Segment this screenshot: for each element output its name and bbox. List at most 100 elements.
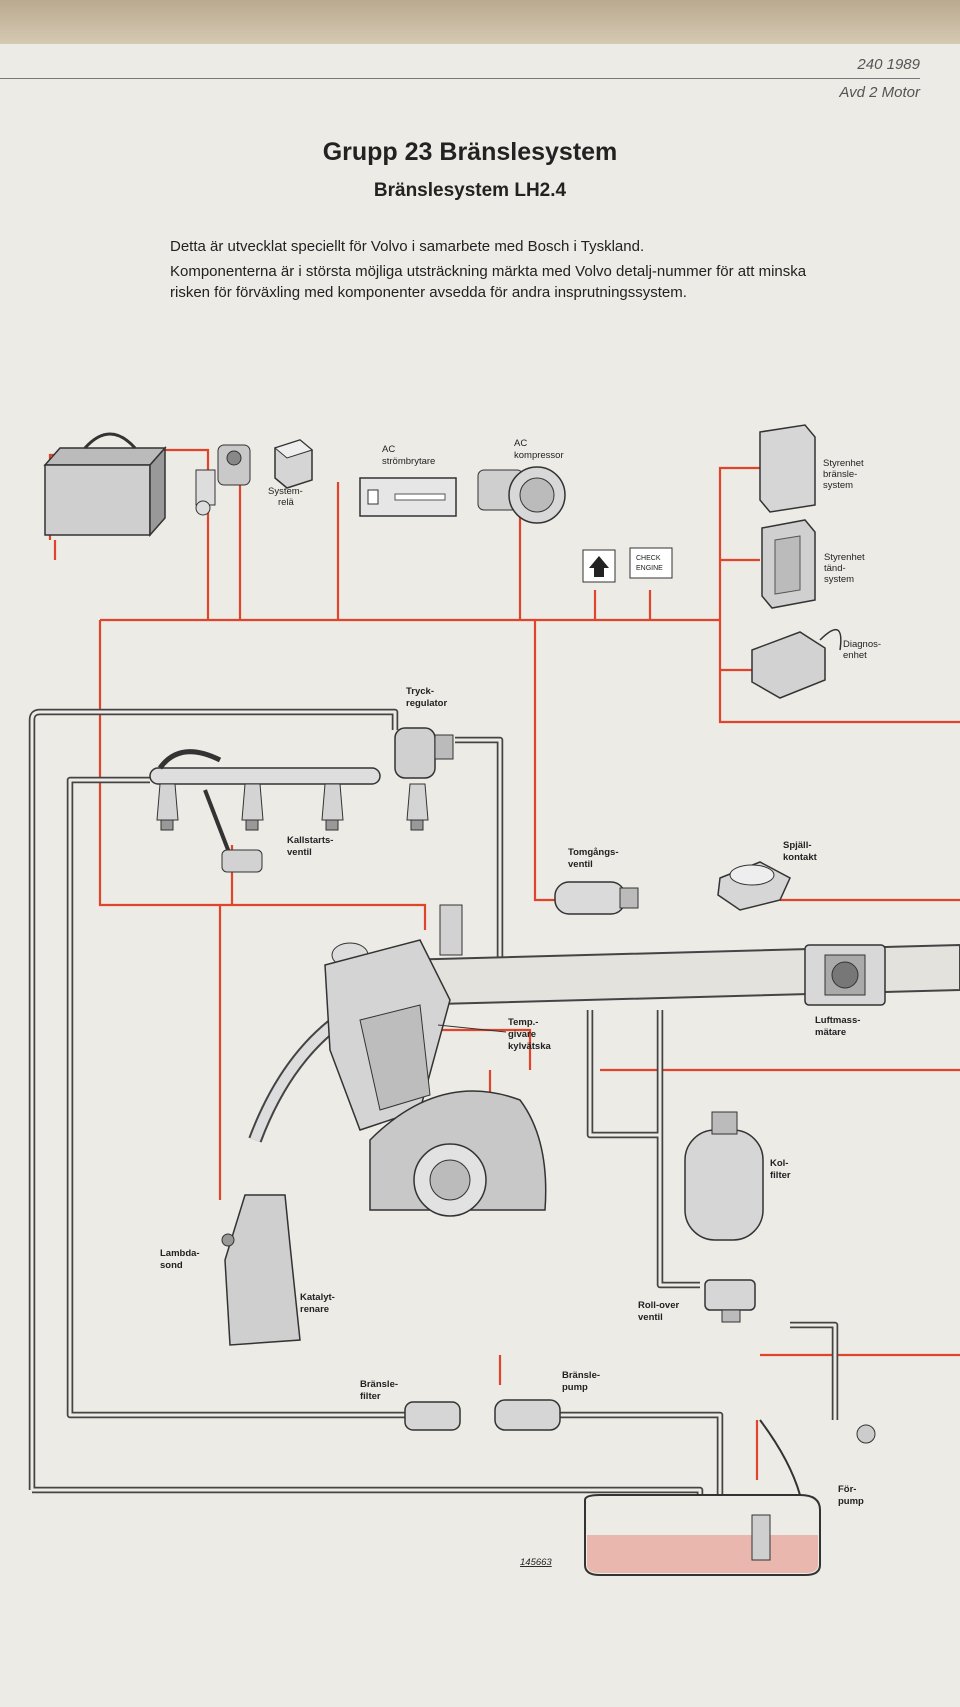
label-diagnos-1: Diagnos- (843, 639, 881, 650)
figure-number: 145663 (520, 1557, 552, 1568)
svg-text:Tomgångs-ventil: Tomgångs-ventil (568, 847, 619, 870)
electrical-wiring (48, 448, 960, 1480)
label-tomgang-2: ventil (568, 859, 593, 870)
svg-text:Bränsle-filter: Bränsle-filter (360, 1379, 398, 1402)
idle-valve: Tomgångs-ventil (554, 847, 639, 915)
label-bransle-pump-2: pump (562, 1382, 588, 1393)
label-tempgivare-1: Temp.- (508, 1017, 538, 1028)
label-bransle-pump-1: Bränsle- (562, 1370, 600, 1381)
section-name: Avd 2 Motor (839, 84, 920, 101)
label-rollover-1: Roll-over (638, 1300, 679, 1311)
label-tempgivare-2: givare (508, 1029, 536, 1040)
svg-text:Luftmass-mätare: Luftmass-mätare (815, 1015, 860, 1038)
injector-3 (321, 783, 344, 831)
air-mass-meter: Luftmass-mätare (804, 944, 886, 1038)
label-system-rela-2: relä (278, 497, 295, 508)
label-ac-strombrytare-2: strömbrytare (382, 456, 435, 467)
check-engine-lamp: CHECK ENGINE (629, 547, 673, 579)
catalytic-converter: Lambda-sond Katalyt-renare (160, 1194, 335, 1346)
label-diagnos-2: enhet (843, 650, 867, 661)
label-bransle-filter-2: filter (360, 1391, 381, 1402)
label-bransle-filter-1: Bränsle- (360, 1379, 398, 1390)
charcoal-filter: Kol-filter (684, 1111, 791, 1241)
label-styrenhet-tand-2: tänd- (824, 563, 846, 574)
label-forpump-2: pump (838, 1496, 864, 1507)
svg-text:System-relä: System-relä (268, 486, 303, 508)
warning-arrow-icon (582, 549, 616, 583)
manual-page (0, 44, 960, 1707)
header-rule (0, 78, 920, 79)
fuel-pump: Bränsle-pump (494, 1370, 600, 1431)
svg-text:Lambda-sond: Lambda-sond (160, 1248, 200, 1271)
fuel-tank: För-pump (584, 1419, 876, 1576)
label-tryckregulator-1: Tryck- (406, 686, 434, 697)
fuel-filter: Bränsle-filter (360, 1379, 461, 1431)
intro-text: Detta är utvecklat speciellt för Volvo i… (170, 236, 810, 307)
label-rollover-2: ventil (638, 1312, 663, 1323)
page-title: Grupp 23 Bränslesystem (322, 138, 618, 166)
label-ac-strombrytare-1: AC (382, 444, 395, 455)
label-forpump-1: För- (838, 1484, 856, 1495)
svg-text:Tryck-regulator: Tryck-regulator (406, 686, 447, 709)
ignition-switch-icon (195, 444, 251, 516)
label-kolfilter-1: Kol- (770, 1158, 788, 1169)
label-kallstart-1: Kallstarts- (287, 835, 333, 846)
label-spjall-1: Spjäll- (783, 840, 812, 851)
label-katalyt-1: Katalyt- (300, 1292, 335, 1303)
intro-line-2: Komponenterna är i största möjliga utstr… (170, 263, 807, 301)
label-kolfilter-2: filter (770, 1170, 791, 1181)
page-edge-background (0, 0, 960, 48)
label-kallstart-2: ventil (287, 847, 312, 858)
fuel-rail (149, 749, 381, 785)
diagnostic-unit: Diagnos-enhet (751, 628, 881, 699)
label-katalyt-2: renare (300, 1304, 329, 1315)
label-tryckregulator-2: regulator (406, 698, 447, 709)
injector-1 (156, 783, 179, 831)
intro-line-1: Detta är utvecklat speciellt för Volvo i… (170, 238, 645, 255)
label-styrenhet-bransle-3: system (823, 480, 853, 491)
label-lambda-1: Lambda- (160, 1248, 200, 1259)
injector-4 (406, 783, 429, 831)
label-check: CHECK (636, 555, 661, 562)
label-ac-kompressor-1: AC (514, 438, 527, 449)
system-relay: System-relä (268, 439, 314, 508)
label-styrenhet-bransle-1: Styrenhet (823, 458, 864, 469)
label-spjall-2: kontakt (783, 852, 818, 863)
label-luftmass-2: mätare (815, 1027, 846, 1038)
label-luftmass-1: Luftmass- (815, 1015, 860, 1026)
svg-text:Diagnos-enhet: Diagnos-enhet (843, 639, 881, 661)
label-styrenhet-tand-3: system (824, 574, 854, 585)
injector-2 (241, 783, 264, 831)
svg-text:Kol-filter: Kol-filter (770, 1158, 791, 1181)
svg-text:För-pump: För-pump (838, 1484, 864, 1507)
svg-text:Bränsle-pump: Bränsle-pump (562, 1370, 600, 1393)
svg-text:Spjäll-kontakt: Spjäll-kontakt (783, 840, 818, 863)
model-year: 240 1989 (857, 56, 920, 73)
pressure-regulator: Tryck-regulator (394, 686, 454, 779)
label-lambda-2: sond (160, 1260, 183, 1271)
battery (43, 432, 167, 537)
label-ac-kompressor-2: kompressor (514, 450, 564, 461)
cold-start-valve: Kallstarts-ventil (203, 789, 333, 873)
label-styrenhet-tand-1: Styrenhet (824, 552, 865, 563)
label-tomgang-1: Tomgångs- (568, 847, 619, 858)
label-system-rela-1: System- (268, 486, 303, 497)
label-engine: ENGINE (636, 565, 663, 572)
label-styrenhet-bransle-2: bränsle- (823, 469, 857, 480)
throttle-switch: Spjäll-kontakt (717, 840, 818, 911)
page-subtitle: Bränslesystem LH2.4 (373, 180, 567, 201)
